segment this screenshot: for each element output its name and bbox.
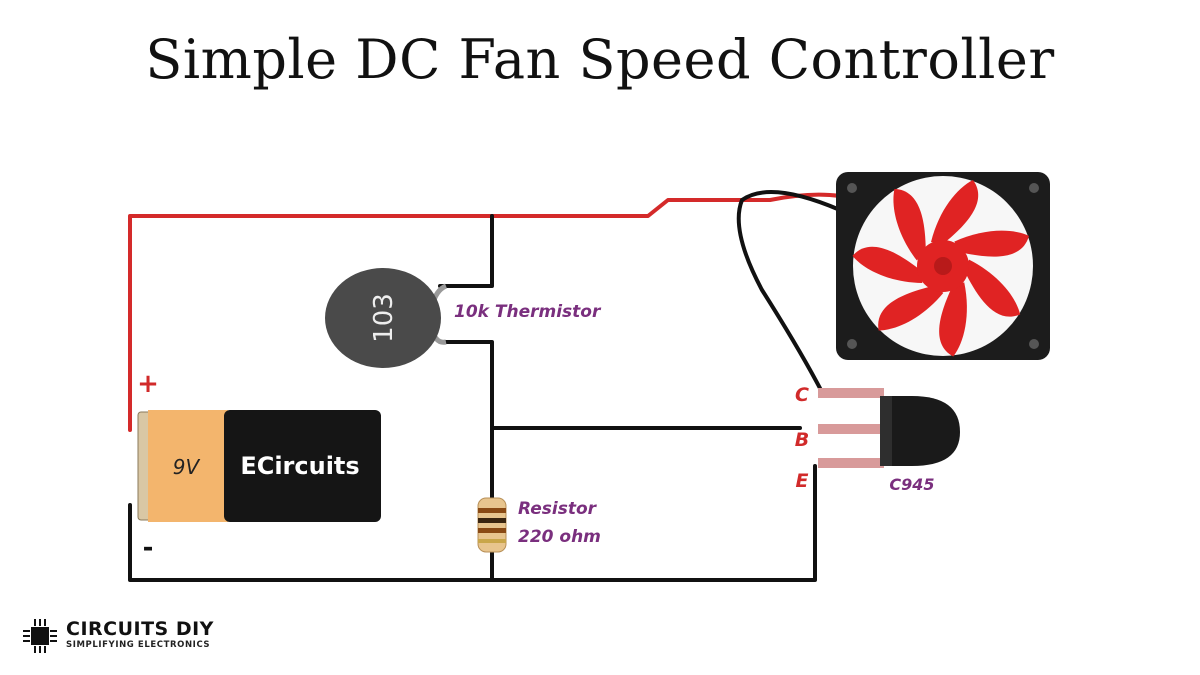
battery-9v: 9V ECircuits + - xyxy=(137,369,381,563)
battery-gold-band xyxy=(148,410,228,522)
fan-blade xyxy=(852,246,923,284)
fan-blade xyxy=(939,282,967,357)
transistor-pin-collector xyxy=(818,388,884,398)
logo-name: CIRCUITS DIY xyxy=(66,618,214,640)
transistor-pin-emitter xyxy=(818,458,884,468)
resistor-label-line2: 220 ohm xyxy=(518,527,601,547)
resistor-body xyxy=(477,497,507,553)
transistor-label: C945 xyxy=(889,475,934,494)
ground-wire xyxy=(128,464,817,582)
resistor-label-line1: Resistor xyxy=(518,499,598,519)
battery-brand-label: ECircuits xyxy=(240,452,359,480)
dc-fan xyxy=(836,172,1050,360)
fan-lead-wire xyxy=(736,190,842,394)
resistor-band-2 xyxy=(478,518,506,523)
fan-blade xyxy=(893,188,926,261)
positive-wire xyxy=(128,192,842,432)
thermistor: 103 10k Thermistor xyxy=(325,268,602,368)
resistor-band-1 xyxy=(478,508,506,513)
logo-tagline: SIMPLIFYING ELECTRONICS xyxy=(66,640,211,650)
fan-mount-hole-tl xyxy=(847,183,857,193)
battery-black-band xyxy=(224,410,381,522)
fan-hub-center xyxy=(934,257,952,275)
resistor-band-4 xyxy=(478,539,506,543)
thermistor-disc xyxy=(325,268,441,368)
transistor-pin-base xyxy=(818,424,884,434)
wires xyxy=(128,190,842,582)
battery-plus-sign: + xyxy=(137,369,159,399)
node-wire-top xyxy=(438,214,494,288)
circuits-diy-logo: CIRCUITS DIY SIMPLIFYING ELECTRONICS xyxy=(20,616,260,656)
pin-label-b: B xyxy=(795,429,809,451)
diagram-title: Simple DC Fan Speed Controller xyxy=(145,28,1055,91)
thermistor-label: 10k Thermistor xyxy=(454,302,602,322)
transistor-body xyxy=(880,396,960,466)
fan-blade xyxy=(931,180,979,244)
fan-mount-hole-bl xyxy=(847,339,857,349)
fan-blade xyxy=(964,259,1021,317)
fan-blade xyxy=(954,230,1029,257)
node-wire-mid xyxy=(438,340,494,502)
pin-label-e: E xyxy=(796,470,809,492)
thermistor-code: 103 xyxy=(369,293,399,343)
resistor-band-3 xyxy=(478,528,506,533)
fan-mount-hole-br xyxy=(1029,339,1039,349)
fan-mount-hole-tr xyxy=(1029,183,1039,193)
fan-blade xyxy=(878,285,944,331)
chip-icon xyxy=(23,619,57,653)
transistor-c945: C945 C B E xyxy=(795,384,960,494)
battery-minus-sign: - xyxy=(143,533,154,563)
pin-label-c: C xyxy=(795,384,809,406)
fan-blades xyxy=(852,180,1029,357)
transistor-face xyxy=(880,396,892,466)
battery-voltage-label: 9V xyxy=(173,455,201,479)
resistor: Resistor 220 ohm xyxy=(477,497,601,553)
